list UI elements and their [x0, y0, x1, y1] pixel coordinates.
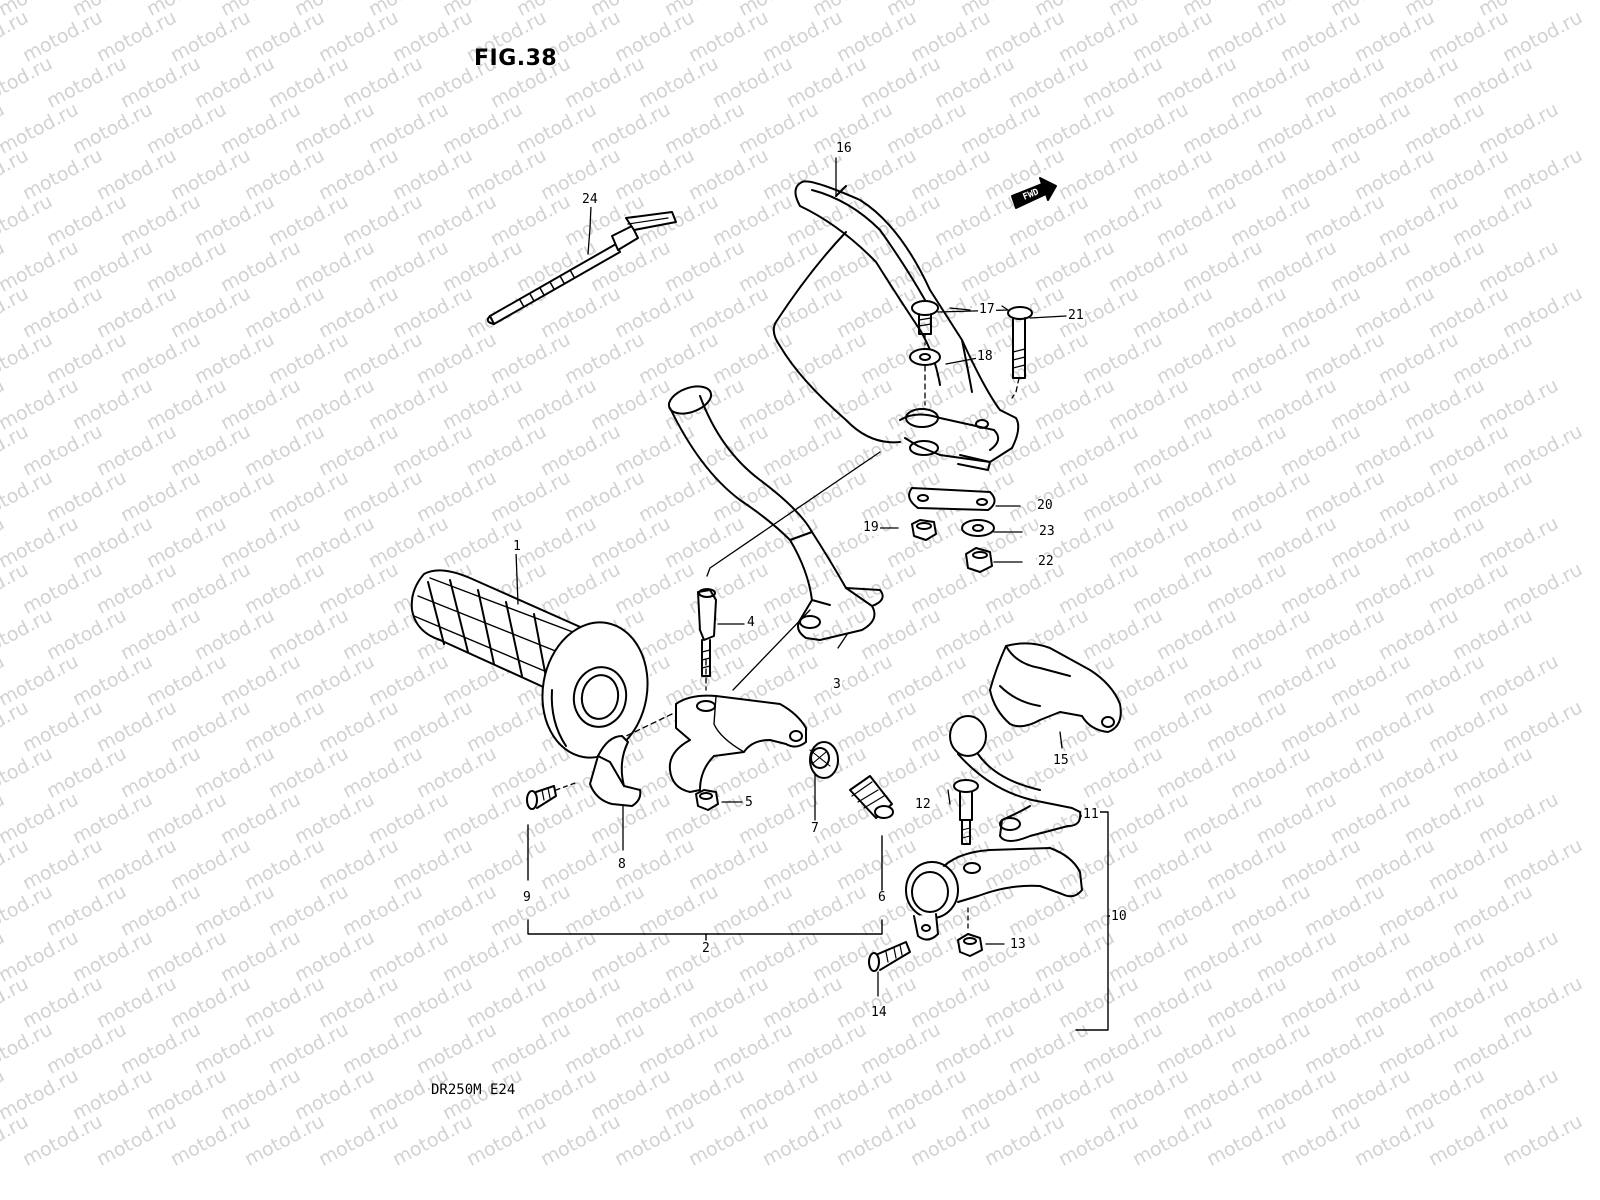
callout-15: 15: [1052, 753, 1070, 768]
screw-14: [868, 941, 911, 972]
plate-20: [908, 487, 996, 511]
grip: [410, 569, 649, 759]
screw-17: [911, 300, 939, 335]
leader-clamp: [621, 713, 673, 739]
callout-3: 3: [832, 677, 842, 692]
callout-8: 8: [617, 857, 627, 872]
callout-23: 23: [1038, 524, 1056, 539]
callout-18: 18: [976, 349, 994, 364]
lever-cover-15: [989, 642, 1122, 749]
callout-24: 24: [581, 192, 599, 207]
nut-19: [911, 519, 937, 541]
callout-16: 16: [835, 141, 853, 156]
clamp-8: [589, 735, 642, 807]
callout-5: 5: [744, 795, 754, 810]
nut-22: [965, 547, 993, 573]
callout-14: 14: [870, 1005, 888, 1020]
leader-4-to-guard: [706, 451, 881, 577]
group-bracket-2: [527, 824, 883, 941]
screw-9: [526, 785, 557, 810]
callout-20: 20: [1036, 498, 1054, 513]
callout-2: 2: [701, 941, 711, 956]
leader-21: [1011, 377, 1020, 399]
bolt-21: [1007, 306, 1033, 379]
cable-tie: [486, 211, 677, 325]
nut-13: [957, 933, 983, 957]
lever-11: [949, 715, 1082, 842]
hand-guard: [772, 180, 1020, 471]
bolt-12: [953, 779, 979, 845]
lever-bracket: [668, 694, 807, 793]
callout-22: 22: [1037, 554, 1055, 569]
group-bracket-10: [1075, 811, 1113, 1031]
callout-7: 7: [810, 821, 820, 836]
washer-18: [909, 348, 941, 366]
adjuster-6: [849, 775, 894, 819]
callout-19: 19: [862, 520, 880, 535]
callout-1: 1: [512, 539, 522, 554]
callout-11: 11: [1082, 807, 1100, 822]
callout-13: 13: [1009, 937, 1027, 952]
callout-10: 10: [1110, 909, 1128, 924]
callout-4: 4: [746, 615, 756, 630]
fwd-arrow-icon: [1011, 177, 1057, 209]
callout-9: 9: [522, 890, 532, 905]
leader-3: [732, 609, 811, 691]
lever-bracket-10: [905, 847, 1083, 941]
figure-title: FIG.38: [474, 46, 558, 71]
callout-17: 17: [978, 302, 996, 317]
clutch-lever: [667, 385, 884, 649]
model-code: DR250M E24: [431, 1082, 516, 1098]
nut-5: [695, 789, 719, 811]
leader-lines: [515, 157, 1095, 945]
washer-23: [961, 519, 995, 537]
callout-12: 12: [914, 797, 932, 812]
adjuster-ring-7: [809, 741, 839, 779]
pivot-bolt-4: [697, 588, 717, 677]
callout-21: 21: [1067, 308, 1085, 323]
callout-6: 6: [877, 890, 887, 905]
leader-9: [555, 781, 579, 791]
